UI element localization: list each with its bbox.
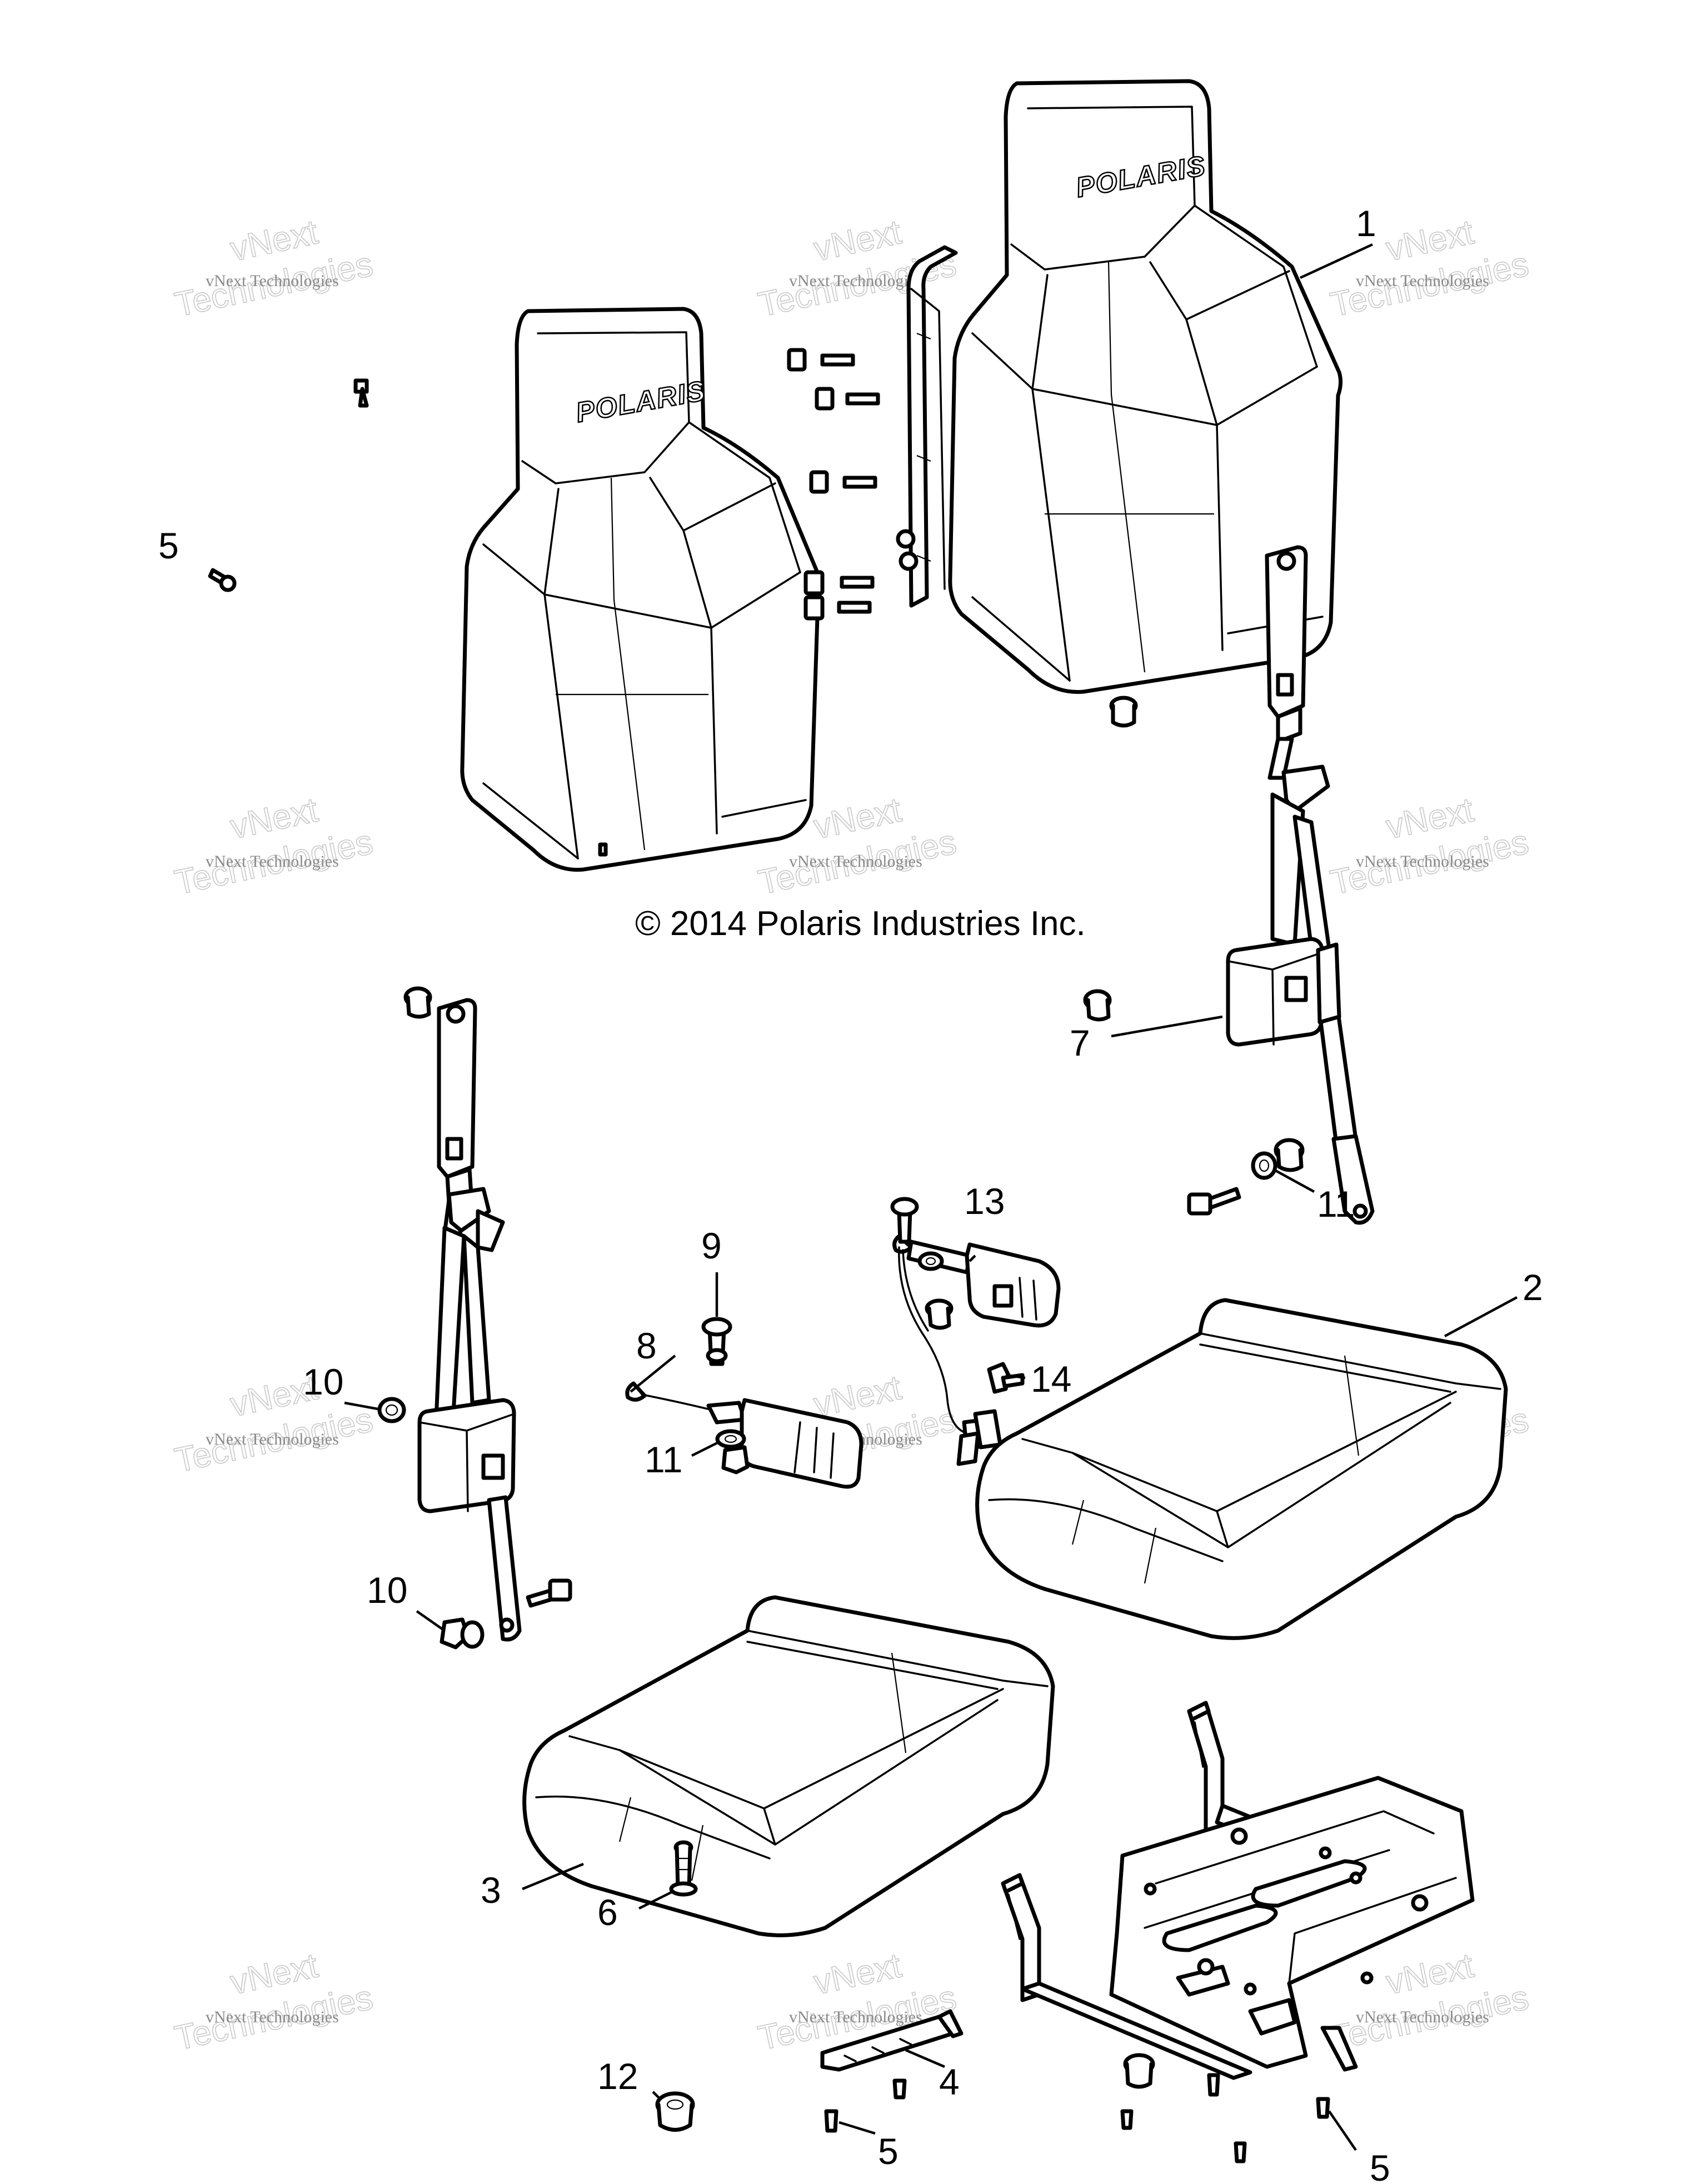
- leader-8: [630, 1355, 676, 1393]
- watermark-small-line: vNext Technologies: [1356, 272, 1489, 290]
- leader-11a: [691, 1440, 721, 1457]
- item-10-nut-lower: [440, 1617, 485, 1650]
- frame-nut: [1123, 2053, 1155, 2089]
- watermark-mid-right: Technologies vNext vNext Technologies: [1327, 790, 1533, 902]
- seat-belt-left: [417, 998, 522, 1642]
- leader-12: [652, 2091, 662, 2101]
- watermark-mid-left: Technologies vNext vNext Technologies: [171, 790, 377, 902]
- callout-5c: 5: [1370, 2147, 1390, 2184]
- buckle-8-nut: [721, 1445, 750, 1475]
- watermark-bottom-right: Technologies vNext vNext Technologies: [1327, 1946, 1533, 2058]
- callout-1: 1: [1356, 203, 1376, 244]
- watermark-bottom-left: Technologies vNext vNext Technologies: [171, 1946, 377, 2058]
- leader-13: [969, 1255, 976, 1262]
- callout-10a: 10: [303, 1361, 343, 1402]
- belt-left-bolt: [526, 1578, 572, 1608]
- bracket-nut: [896, 529, 919, 571]
- watermark-top-left: Technologies vNext vNext Technologies: [171, 212, 377, 324]
- seat-base-frame: [1001, 1701, 1475, 2080]
- bracket-bolt: [803, 595, 872, 621]
- item-4-bracket: [820, 2009, 964, 2072]
- leader-7: [1111, 1015, 1223, 1038]
- watermark-low-left: Technologies vNext vNext Technologies: [171, 1368, 377, 1480]
- bracket-bolt: [809, 470, 877, 494]
- leader-10b: [416, 1610, 446, 1632]
- buckle-13-washer: [917, 1251, 944, 1271]
- seat-back-bracket: [906, 245, 958, 608]
- copyright-notice: © 2014 Polaris Industries Inc.: [635, 904, 1086, 943]
- belt-right-bolt: [1187, 1187, 1241, 1216]
- watermark-small-line: vNext Technologies: [789, 2008, 922, 2026]
- watermark-small-line: vNext Technologies: [206, 272, 339, 290]
- leader-5c: [1328, 2110, 1357, 2151]
- leader-4: [905, 2048, 945, 2068]
- bracket-bolt: [787, 348, 855, 372]
- leader-5b: [838, 2121, 876, 2135]
- bracket-bolt: [815, 387, 880, 411]
- harness-connector: [973, 1409, 1002, 1450]
- buckle-13-bolt: [890, 1197, 919, 1244]
- frame-screw: [1120, 2109, 1134, 2130]
- callout-9: 9: [701, 1225, 722, 1266]
- callout-3: 3: [481, 1870, 501, 1911]
- callout-10b: 10: [367, 1570, 407, 1611]
- leader-10a: [344, 1401, 378, 1411]
- watermark-small-line: vNext Technologies: [206, 2008, 339, 2026]
- callout-4: 4: [939, 2061, 960, 2102]
- callout-8: 8: [636, 1325, 657, 1366]
- leader-14: [1005, 1373, 1026, 1380]
- item-9-bolt: [701, 1317, 732, 1366]
- item-10-nut-upper: [377, 1397, 406, 1423]
- screw-top-left: [353, 378, 369, 408]
- watermark-small-line: vNext Technologies: [206, 852, 339, 871]
- harness-clip: [925, 1298, 954, 1330]
- callout-2: 2: [1523, 1267, 1543, 1308]
- callout-12: 12: [597, 2056, 638, 2097]
- frame-screw: [1207, 2073, 1220, 2097]
- callout-6: 6: [597, 1892, 618, 1933]
- seat-back-nut: [1109, 696, 1138, 728]
- belt-left-top-nut: [403, 986, 432, 1019]
- item-4-screw: [892, 2078, 907, 2100]
- watermark-small-line: vNext Technologies: [789, 272, 922, 290]
- watermark-small-line: vNext Technologies: [206, 1430, 339, 1448]
- item-12-nut: [655, 2091, 695, 2132]
- seat-bottom-left: [522, 1595, 1055, 1937]
- watermark-small-line: vNext Technologies: [1356, 852, 1489, 871]
- callout-5b: 5: [878, 2131, 899, 2172]
- belt-right-top-nut: [1083, 989, 1112, 1022]
- seat-bottom-right: [975, 1298, 1508, 1640]
- watermark-small-line: vNext Technologies: [1356, 2008, 1489, 2026]
- seat-back-left: POLARIS: [460, 307, 823, 872]
- leader-11b: [1272, 1168, 1315, 1193]
- bracket-bolt: [803, 570, 875, 596]
- item-5-screw-right: [1316, 2097, 1330, 2119]
- item-11-washer-left: [715, 1429, 746, 1449]
- callout-11b: 11: [1317, 1183, 1355, 1225]
- callout-13: 13: [964, 1181, 1005, 1222]
- item-5-push-rivet-top: [208, 568, 237, 592]
- leader-1: [1300, 243, 1373, 279]
- callout-11a: 11: [645, 1439, 683, 1480]
- item-11-washer-right: [1251, 1151, 1277, 1180]
- item-5-screw-bottom: [824, 2109, 838, 2133]
- watermark-small-line: vNext Technologies: [789, 852, 922, 871]
- seat-belt-right: [1226, 545, 1375, 1225]
- callout-5a: 5: [158, 525, 179, 566]
- leader-3: [522, 1862, 584, 1891]
- seat-belt-buckle-8: [625, 1381, 864, 1489]
- callout-7: 7: [1070, 1022, 1090, 1063]
- callout-14: 14: [1031, 1358, 1071, 1400]
- item-6-stud: [669, 1840, 698, 1897]
- belt-right-nut: [1274, 1138, 1305, 1172]
- item-14-fastener: [987, 1362, 1025, 1394]
- leader-2: [1444, 1296, 1518, 1337]
- frame-screw: [1234, 2141, 1247, 2163]
- leader-6: [638, 1890, 673, 1910]
